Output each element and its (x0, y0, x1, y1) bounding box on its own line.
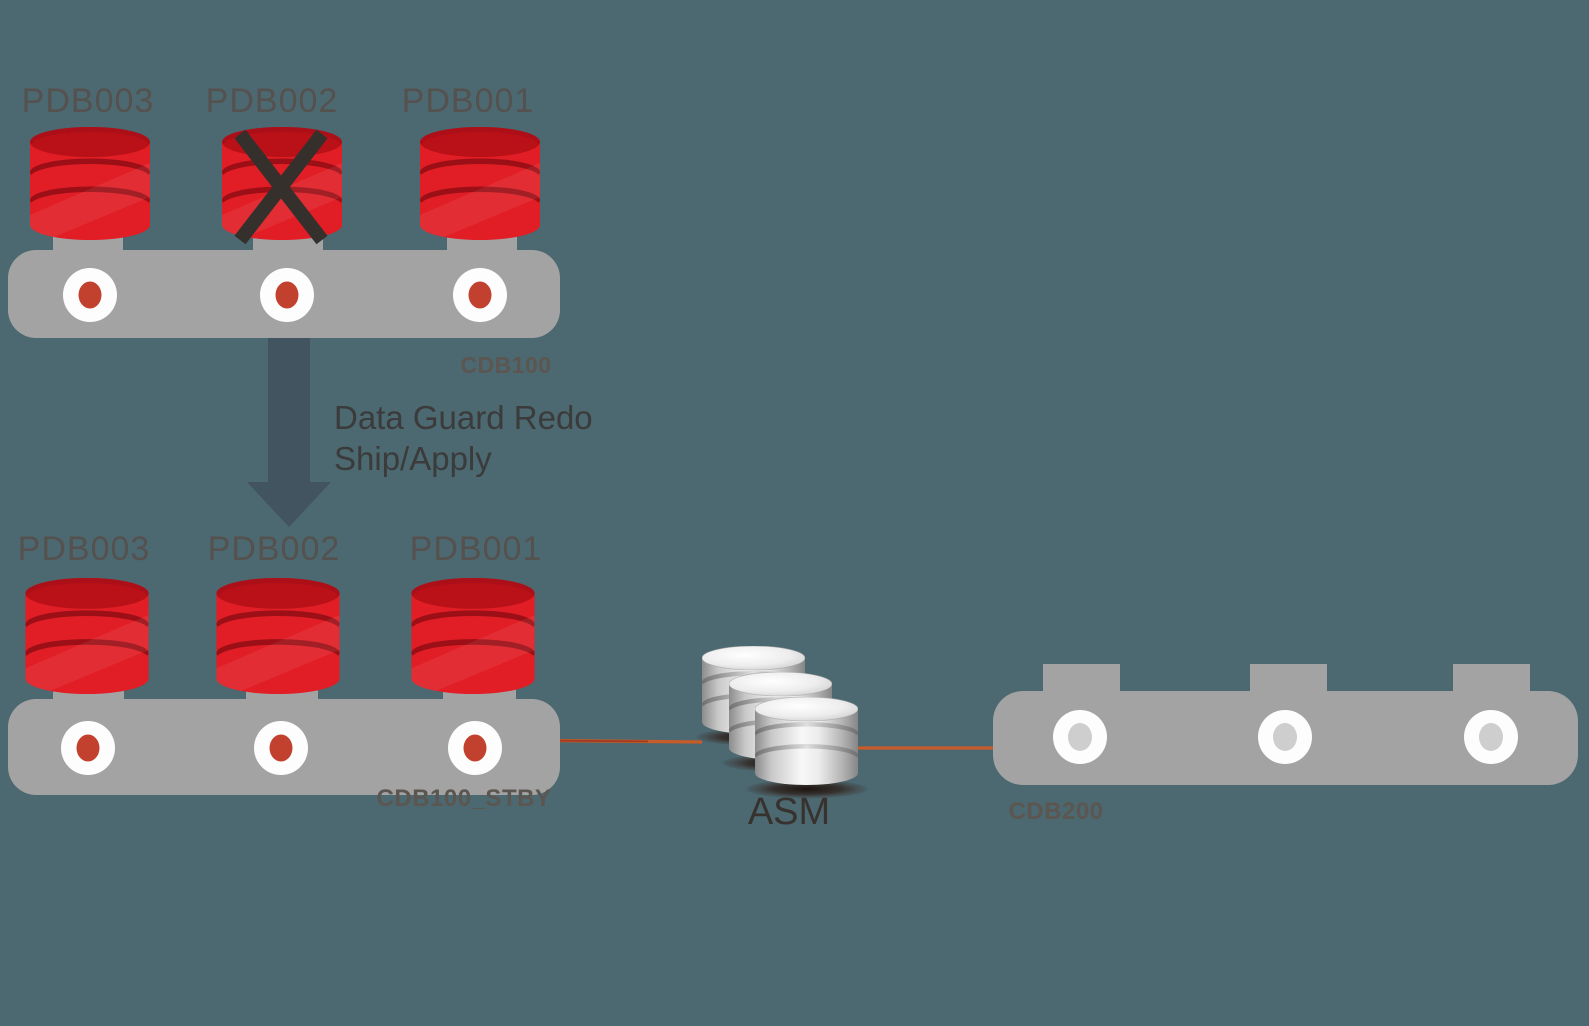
empty-pdb-port (1053, 710, 1107, 764)
asm-storage-group (695, 646, 869, 799)
primary-cdb-group (8, 127, 560, 338)
empty-pdb-port (1258, 710, 1312, 764)
primary-cdb-label: CDB100 (460, 352, 552, 378)
standby-pdb002-cylinder (216, 578, 339, 701)
pdb-port (63, 268, 117, 322)
empty-pdb-port (1464, 710, 1518, 764)
primary-pdb001-label: PDB001 (401, 82, 535, 120)
standby-pdb001-cylinder (411, 578, 534, 701)
asm-shadow (745, 779, 869, 799)
pdb-port (448, 721, 502, 775)
redo-ship-arrow-icon (247, 338, 331, 527)
standby-pdb003-cylinder (25, 578, 148, 701)
pdb-port (453, 268, 507, 322)
primary-pdb002-label: PDB002 (205, 82, 339, 120)
standby-cdb-label: CDB100_STBY (376, 785, 552, 812)
pdb-port (260, 268, 314, 322)
pdb003-cylinder (30, 127, 150, 247)
standby-pdb003-label: PDB003 (17, 530, 151, 568)
standby-pdb-ports (61, 721, 502, 775)
asm-label: ASM (747, 791, 831, 833)
pdb-port (254, 721, 308, 775)
remote-empty-ports (1053, 710, 1518, 764)
standby-to-asm-connector (547, 738, 703, 744)
pdb001-cylinder (420, 127, 540, 247)
primary-pdb-ports (63, 268, 507, 322)
failed-x-icon (234, 129, 328, 245)
remote-cdb-group (993, 664, 1578, 785)
remote-cdb-label: CDB200 (1008, 798, 1104, 825)
standby-cdb-group (8, 578, 560, 795)
redo-ship-apply-label: Data Guard Redo Ship/Apply (334, 399, 593, 477)
primary-pdb003-label: PDB003 (21, 82, 155, 120)
asm-disk-stack (755, 697, 858, 785)
standby-pdb002-label: PDB002 (207, 530, 341, 568)
pdb-port (61, 721, 115, 775)
standby-pdb001-label: PDB001 (409, 530, 543, 568)
